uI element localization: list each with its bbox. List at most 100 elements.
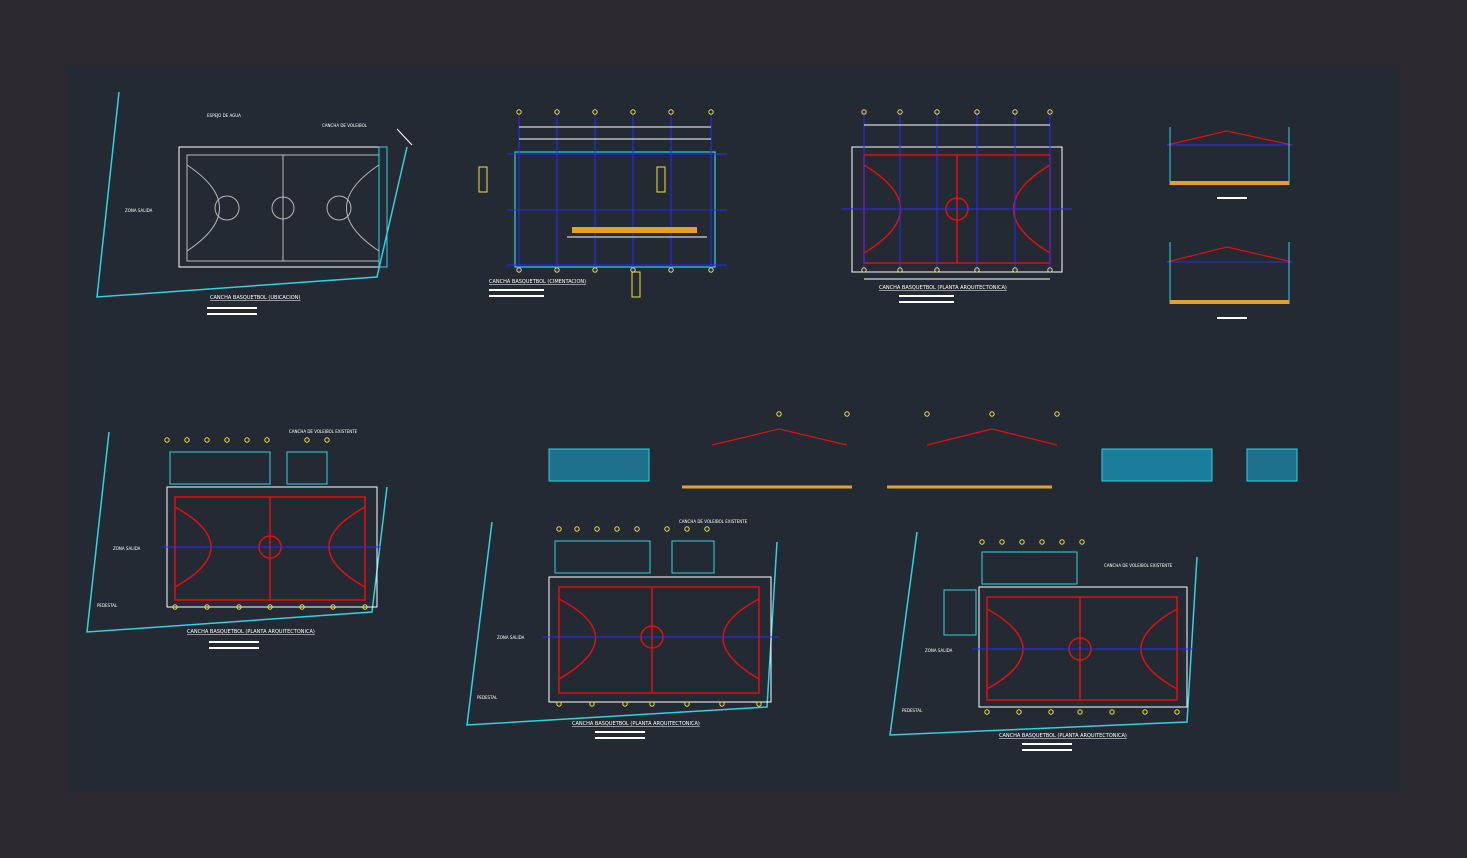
title-bar-5b — [595, 737, 645, 739]
grid-bubble — [1048, 709, 1054, 715]
grid-bubble — [574, 526, 580, 532]
title-bar-2b — [489, 295, 544, 297]
column-detail-bottom — [631, 271, 641, 298]
gridline-bubbles — [164, 109, 1180, 715]
roof-truss-1 — [1166, 130, 1293, 146]
grid-bubble — [974, 267, 980, 273]
title-planta-1: CANCHA BASQUETBOL (PLANTA ARQUITECTONICA… — [879, 285, 1007, 291]
grid-bubble — [516, 109, 522, 115]
title-bar-2 — [489, 289, 544, 291]
grid-bubble — [664, 526, 670, 532]
grid-bubble — [756, 701, 762, 707]
column-detail-right — [656, 166, 666, 193]
grid-bubble — [1059, 539, 1065, 545]
cad-canvas: ESPEJO DE AGUA CANCHA DE VOLEIBOL ZONA S… — [86, 91, 1298, 751]
title-planta-3: CANCHA BASQUETBOL (PLANTA ARQUITECTONICA… — [572, 721, 700, 727]
key-left — [214, 195, 240, 221]
grid-bubble — [634, 526, 640, 532]
grid-bubble — [330, 604, 336, 610]
grid-bubble — [974, 109, 980, 115]
grid-bubble — [668, 109, 674, 115]
title-planta-2: CANCHA BASQUETBOL (PLANTA ARQUITECTONICA… — [187, 629, 315, 635]
title-bar-5 — [595, 731, 645, 733]
grid-bubble — [1054, 411, 1060, 417]
grid-bubble — [630, 267, 636, 273]
bleachers-3b — [671, 540, 715, 574]
grid-bubble — [556, 701, 562, 707]
grid-bubble — [708, 267, 714, 273]
volleyball-strip — [378, 146, 388, 268]
site-boundary-4 — [889, 531, 1198, 736]
grid-bubble — [589, 701, 595, 707]
court-6-arc-left — [558, 598, 597, 680]
grid-bubble — [592, 109, 598, 115]
grid-bubble — [299, 604, 305, 610]
grid-bubble — [1142, 709, 1148, 715]
elev-truss-2 — [926, 428, 1058, 446]
label-pedestal-2: PEDESTAL — [477, 695, 498, 700]
grid-bubble — [362, 604, 368, 610]
court-6-arc-right — [722, 598, 760, 680]
bleachers-2 — [169, 451, 271, 485]
grid-bubble — [1109, 709, 1115, 715]
grid-bubble — [594, 526, 600, 532]
grid-bubble — [1047, 267, 1053, 273]
label-espejo-de-agua: ESPEJO DE AGUA — [207, 113, 241, 118]
cad-drawing-sheet: ESPEJO DE AGUA CANCHA DE VOLEIBOL ZONA S… — [67, 67, 1400, 792]
grid-bubble — [924, 411, 930, 417]
court-7-frame — [978, 586, 1188, 708]
title-bar-6 — [1022, 743, 1072, 745]
three-point-right — [346, 164, 380, 252]
grid-bubble — [304, 437, 310, 443]
court-6-frame — [548, 576, 772, 703]
title-bar-3b — [899, 301, 954, 303]
roof-truss-2 — [1166, 246, 1293, 263]
drawing-ubicacion: ESPEJO DE AGUA CANCHA DE VOLEIBOL ZONA S… — [96, 91, 413, 315]
section-2-floor — [1170, 300, 1289, 304]
grid-bubble — [649, 701, 655, 707]
grid-bubble — [244, 437, 250, 443]
grid-bubble — [1012, 267, 1018, 273]
grid-bubble — [630, 109, 636, 115]
grid-bubble — [934, 267, 940, 273]
title-bar-4 — [209, 641, 259, 643]
section-1-floor — [1170, 181, 1289, 185]
grid-bubble — [1012, 109, 1018, 115]
drawing-planta-2: ZONA SALIDA CANCHA DE VOLEIBOL EXISTENTE… — [86, 429, 388, 649]
grid-bubble — [668, 267, 674, 273]
drawing-cimentacion: CANCHA BASQUETBOL (CIMENTACION) — [478, 115, 727, 298]
grid-bubble — [267, 604, 273, 610]
grid-bubble — [554, 109, 560, 115]
side-bleachers-4 — [943, 589, 977, 636]
label-zona-salida-4: ZONA SALIDA — [925, 648, 953, 653]
label-zona-salida-2: ZONA SALIDA — [113, 546, 141, 551]
bleachers-2b — [286, 451, 328, 485]
title-bar-4b — [209, 647, 259, 649]
grid-bubble — [1077, 709, 1083, 715]
grid-bubble — [979, 539, 985, 545]
elev-bleacher-1 — [548, 448, 650, 482]
grid-bubble — [1039, 539, 1045, 545]
grid-bubble — [224, 437, 230, 443]
grid-bubble — [324, 437, 330, 443]
site-boundary — [96, 91, 408, 298]
grid-bubble — [897, 267, 903, 273]
grid-bubble — [204, 437, 210, 443]
north-arrow-line — [396, 128, 413, 146]
grid-bubble — [1016, 709, 1022, 715]
grid-bubble — [704, 526, 710, 532]
drawing-planta-4: ZONA SALIDA CANCHA DE VOLEIBOL EXISTENTE… — [889, 531, 1198, 751]
footing-detail — [572, 227, 697, 233]
grid-bubble — [1079, 539, 1085, 545]
grid-bubble — [861, 267, 867, 273]
court-6-lines — [558, 586, 760, 694]
title-planta-4: CANCHA BASQUETBOL (PLANTA ARQUITECTONICA… — [999, 733, 1127, 739]
title-bar-6b — [1022, 749, 1072, 751]
bleachers-3 — [554, 540, 651, 574]
label-zona-salida-3: ZONA SALIDA — [497, 635, 525, 640]
bleachers-4 — [981, 551, 1078, 585]
grid-bubble — [184, 437, 190, 443]
label-pedestal-3: PEDESTAL — [902, 708, 923, 713]
title-bar-1b — [207, 313, 257, 315]
grid-bubble — [1047, 109, 1053, 115]
